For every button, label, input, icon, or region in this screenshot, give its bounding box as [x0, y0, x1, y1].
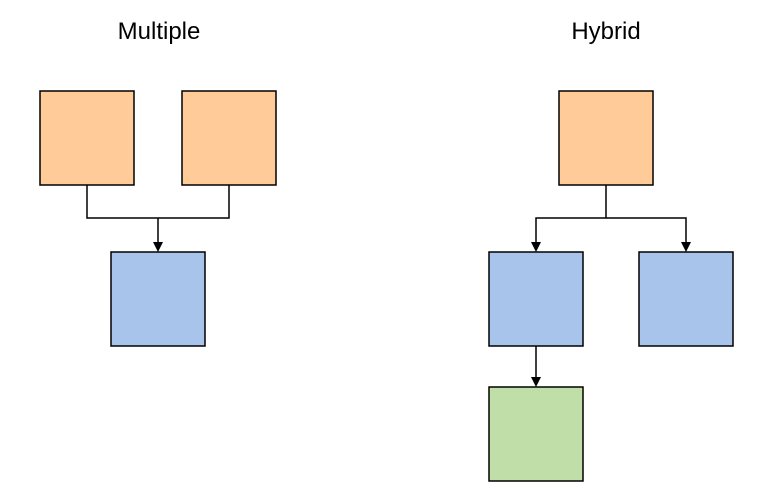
- hybrid-middle-box-right: [638, 251, 734, 347]
- hybrid-middle-right-arrowhead: [681, 242, 691, 252]
- hybrid-source-box: [558, 90, 654, 186]
- multiple-source-box-right: [181, 90, 277, 186]
- hybrid-bottom-box: [488, 386, 584, 482]
- multiple-merge-connector: [86, 185, 230, 219]
- multiple-source-box-left: [39, 90, 135, 186]
- title-hybrid: Hybrid: [571, 18, 640, 45]
- hybrid-split-connector: [535, 217, 687, 244]
- multiple-target-arrowhead: [153, 242, 163, 252]
- hybrid-middle-left-arrowhead: [531, 242, 541, 252]
- multiple-diagram: [39, 90, 277, 347]
- hybrid-diagram: [488, 90, 734, 482]
- hybrid-middle-box-left: [488, 251, 584, 347]
- title-multiple: Multiple: [118, 18, 201, 45]
- hybrid-bottom-arrowhead: [531, 377, 541, 387]
- multiple-target-box: [110, 251, 206, 347]
